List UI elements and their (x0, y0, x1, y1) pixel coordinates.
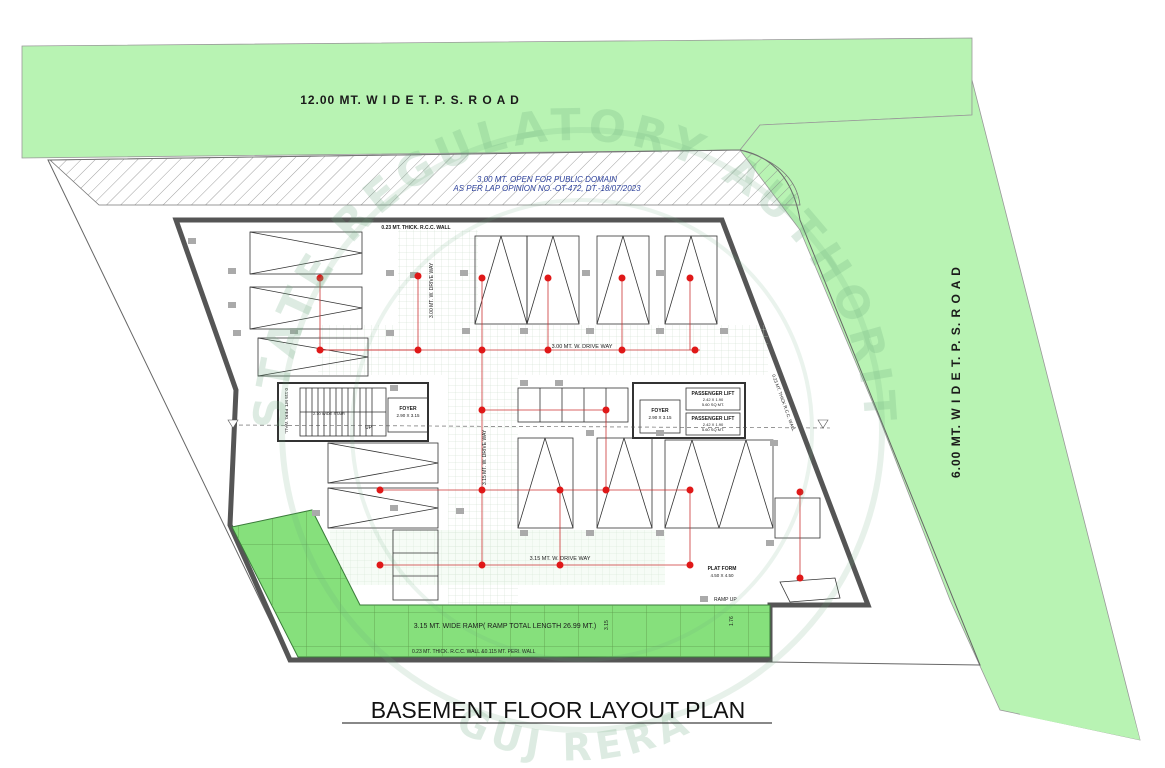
plat-form-dim: 4.50 X 4.50 (710, 573, 734, 578)
section-markers (227, 419, 831, 429)
fire-service-network (319, 276, 801, 578)
foyer-right-label: FOYER (651, 408, 669, 414)
east-road (739, 79, 1141, 741)
peri-wall-label: 0.115 MT. PERI. WALL (284, 388, 289, 434)
rcc-wall-bottom-label: 0.23 MT. THICK. R.C.C. WALL &0.115 MT. P… (412, 649, 536, 655)
ramp-up-label: RAMP UP (714, 597, 737, 603)
ramp-dim: 1.76 (729, 616, 735, 626)
drive-way-north-label: 3.00 MT. W. DRIVE WAY (552, 344, 613, 350)
stair-core (277, 382, 429, 442)
east-road-label: 6.00 MT. W I D E T. P. S. R O A D (949, 266, 963, 478)
stair-up-label: UP (365, 425, 373, 431)
passenger-lift-2-dim: 2.42 X 1.90 (703, 422, 724, 427)
ramp-side-dim: 3.15 (604, 620, 610, 630)
setback-line-1: 3.00 MT. OPEN FOR PUBLIC DOMAIN (477, 175, 617, 184)
rcc-wall-top-label: 0.23 MT. THICK. R.C.C. WALL (381, 225, 450, 231)
plat-form-label: PLAT FORM (708, 566, 737, 572)
stair-width-label: 2.10 WIDE STAIR (313, 411, 345, 416)
passenger-lift-1-label: PASSENGER LIFT (692, 391, 735, 397)
plan-caption: BASEMENT FLOOR LAYOUT PLAN (371, 697, 746, 723)
setback-line-2: AS PER LAP OPINION NO.-OT-472, DT.-18/07… (452, 184, 641, 193)
passenger-lift-2-area: 5.60 SQ MT. (702, 427, 724, 432)
drive-way-center-vertical-label: 3.15 MT. W. DRIVE WAY (482, 429, 488, 485)
ramp-label: 3.15 MT. WIDE RAMP( RAMP TOTAL LENGTH 26… (414, 623, 596, 630)
foyer-left-label: FOYER (399, 406, 417, 412)
parking-bays-center (517, 387, 821, 539)
fire-hydrant-points (316, 272, 804, 582)
foyer-left-dim: 2.90 X 3.15 (396, 413, 420, 418)
passenger-lift-1-area: 5.60 SQ MT. (702, 402, 724, 407)
passenger-lift-1-dim: 2.42 X 1.90 (703, 397, 724, 402)
drive-way-top-vertical-label: 3.00 MT. W. DRIVE WAY (429, 262, 435, 318)
north-road-label: 12.00 MT. W I D E T. P. S. R O A D (300, 93, 520, 107)
foyer-right-dim: 2.90 X 3.15 (648, 415, 672, 420)
site-boundary (47, 149, 981, 666)
passenger-lift-2-label: PASSENGER LIFT (692, 416, 735, 422)
structural-columns (188, 238, 778, 602)
drive-way-south-label: 3.15 MT. W. DRIVE WAY (530, 556, 591, 562)
plat-form (779, 577, 841, 603)
parking-bays-top (474, 235, 718, 325)
lift-core (632, 382, 746, 439)
